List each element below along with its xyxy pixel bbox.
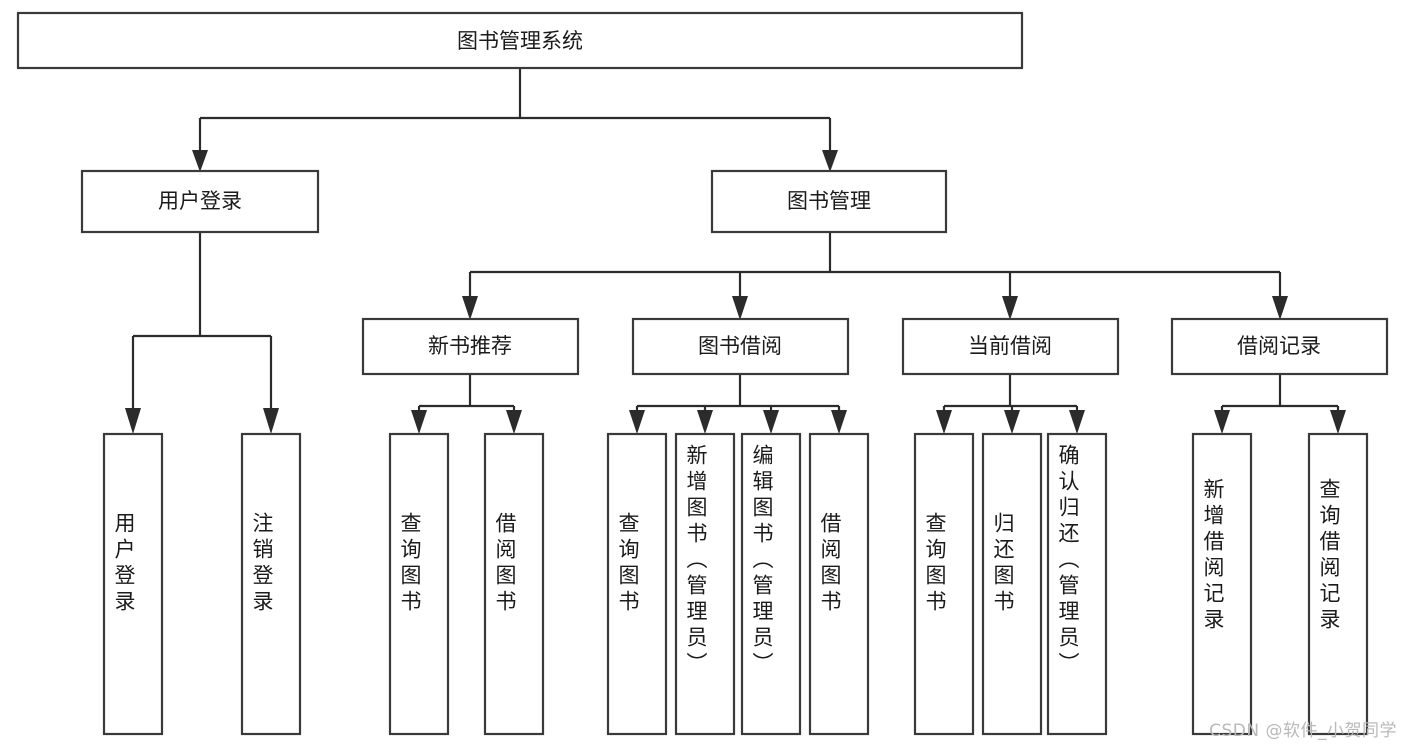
node-label: 用户登录 <box>158 189 242 213</box>
node-label: 图书管理 <box>787 189 871 213</box>
arrow-head-icon <box>732 296 748 320</box>
leaf-box-query-book-2[interactable] <box>606 432 668 736</box>
connector-user-login-to-leaves <box>125 232 279 434</box>
node-box[interactable] <box>16 11 1024 70</box>
leaf-box-user-login[interactable] <box>102 432 164 736</box>
node-box[interactable] <box>710 169 948 234</box>
arrow-head-icon <box>411 410 427 434</box>
arrow-head-icon <box>1002 296 1018 320</box>
leaf-box-add-book[interactable] <box>674 432 736 736</box>
connector-new-book-to-leaves <box>411 374 522 434</box>
arrow-head-icon <box>1272 296 1288 320</box>
arrow-head-icon <box>936 410 952 434</box>
leaf-box-query-book-3[interactable] <box>913 432 975 736</box>
leaf-box-query-book-1[interactable] <box>388 432 450 736</box>
leaf-box-borrow-book-2[interactable] <box>808 432 870 736</box>
arrow-head-icon <box>1069 410 1085 434</box>
node-root-library-system[interactable]: 图书管理系统 <box>16 11 1024 70</box>
arrow-head-icon <box>697 410 713 434</box>
node-box[interactable] <box>361 317 580 376</box>
node-label: 当前借阅 <box>968 334 1052 358</box>
node-borrow-record[interactable]: 借阅记录 <box>1170 317 1389 376</box>
node-label: 图书借阅 <box>698 334 782 358</box>
node-box[interactable] <box>631 317 850 376</box>
arrow-head-icon <box>1214 410 1230 434</box>
arrow-head-icon <box>763 410 779 434</box>
arrow-head-icon <box>263 408 279 434</box>
node-book-management[interactable]: 图书管理 <box>710 169 948 234</box>
watermark-text: CSDN @软件_小贺同学 <box>1209 721 1397 741</box>
connector-book-borrow-to-leaves <box>629 374 847 434</box>
arrow-head-icon <box>192 150 208 172</box>
leaf-box-confirm-return[interactable] <box>1046 432 1108 736</box>
leaf-box-return-book[interactable] <box>981 432 1043 736</box>
node-current-borrow[interactable]: 当前借阅 <box>901 317 1120 376</box>
arrow-head-icon <box>831 410 847 434</box>
arrow-head-icon <box>462 296 478 320</box>
arrow-head-icon <box>125 408 141 434</box>
arrow-head-icon <box>822 150 838 172</box>
connector-borrow-record-to-leaves <box>1214 374 1346 434</box>
leaf-box-logout[interactable] <box>240 432 302 736</box>
node-box[interactable] <box>901 317 1120 376</box>
leaf-box-query-record[interactable] <box>1307 432 1369 736</box>
node-book-borrow[interactable]: 图书借阅 <box>631 317 850 376</box>
node-user-login[interactable]: 用户登录 <box>80 169 320 234</box>
node-box[interactable] <box>80 169 320 234</box>
arrow-head-icon <box>629 410 645 434</box>
arrow-head-icon <box>1004 410 1020 434</box>
node-label: 借阅记录 <box>1237 334 1321 358</box>
leaf-box-edit-book[interactable] <box>740 432 802 736</box>
connector-current-borrow-to-leaves <box>936 374 1085 434</box>
node-label: 图书管理系统 <box>457 29 583 53</box>
arrow-head-icon <box>1330 410 1346 434</box>
node-label: 新书推荐 <box>428 334 512 358</box>
node-new-book-recommend[interactable]: 新书推荐 <box>361 317 580 376</box>
node-box[interactable] <box>1170 317 1389 376</box>
leaf-box-add-record[interactable] <box>1191 432 1253 736</box>
connector-root-to-level2 <box>192 68 838 172</box>
connector-book-mgmt-to-level3 <box>462 232 1288 320</box>
arrow-head-icon <box>506 410 522 434</box>
leaf-box-borrow-book-1[interactable] <box>483 432 545 736</box>
